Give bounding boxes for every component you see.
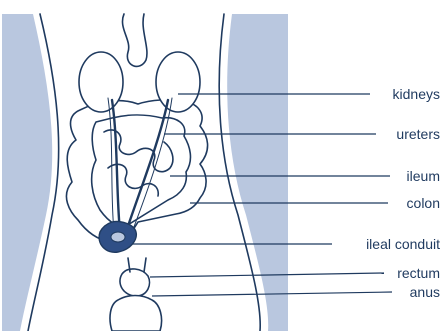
label-colon: colon [407,195,440,211]
label-rectum: rectum [397,265,440,281]
label-anus: anus [410,284,440,300]
label-ureters: ureters [396,126,440,142]
esophagus [122,14,146,66]
kidney-left [79,52,123,112]
anus [110,296,162,331]
torso-right-side [227,14,288,331]
label-ileal-conduit: ileal conduit [366,236,440,252]
ileal-conduit-opening [111,232,125,242]
label-ileum: ileum [407,168,440,184]
label-kidneys: kidneys [393,86,440,102]
torso-left-side [2,14,52,331]
rectum [120,269,150,296]
kidney-right [156,52,200,112]
